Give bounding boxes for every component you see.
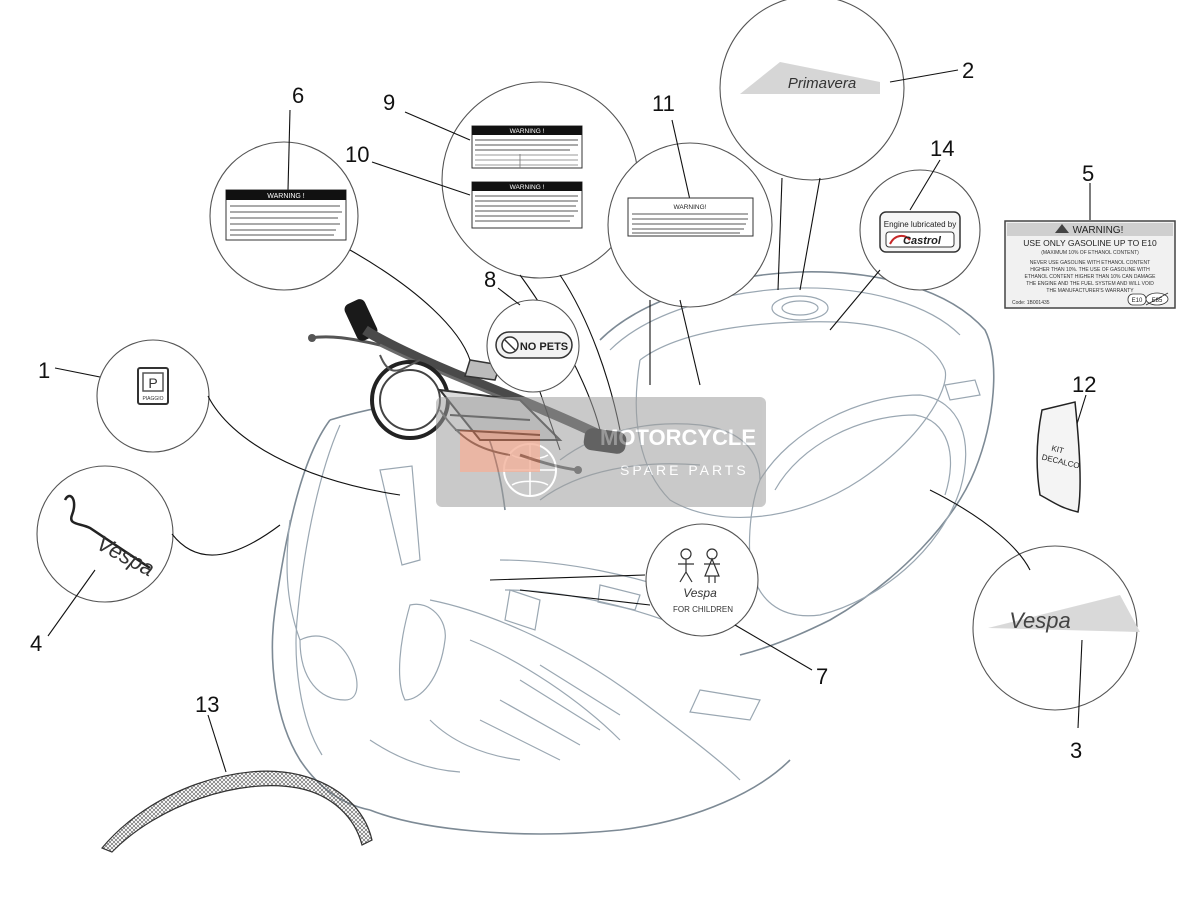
callout-number-5: 5 xyxy=(1082,161,1094,186)
callout-number-13: 13 xyxy=(195,692,219,717)
bubble-4 xyxy=(36,465,174,603)
e85-badge: E85 xyxy=(1152,298,1163,304)
callout-5: WARNING! USE ONLY GASOLINE UP TO E10 (MA… xyxy=(1004,161,1176,309)
callout-number-8: 8 xyxy=(484,267,496,292)
callout-11: WARNING! 11 xyxy=(607,91,773,386)
callout-14: Engine lubricated by Castrol 14 xyxy=(829,136,981,331)
fuel-warning-body3: ETHANOL CONTENT HIGHER THAN 10% CAN DAMA… xyxy=(1024,274,1156,280)
fuel-warning-title: WARNING! xyxy=(1073,225,1124,236)
floor-strip-decal xyxy=(101,770,373,853)
callout-1: P PIAGGIO 1 xyxy=(38,339,401,496)
callout-number-9: 9 xyxy=(383,90,395,115)
fuel-warning-label: WARNING! USE ONLY GASOLINE UP TO E10 (MA… xyxy=(1004,220,1176,309)
callout-13: 13 xyxy=(101,692,373,853)
vespa-script-3: Vespa xyxy=(988,595,1140,633)
callout-4: Vespa 4 xyxy=(30,465,281,656)
bubble-9-10 xyxy=(441,81,639,279)
fuel-warning-body4: THE ENGINE AND THE FUEL SYSTEM AND WILL … xyxy=(1026,281,1154,287)
fuel-warning-line1: USE ONLY GASOLINE UP TO E10 xyxy=(1023,238,1157,248)
watermark-line1: MOTORCYCLE xyxy=(600,425,756,450)
warning-label-9: WARNING ! xyxy=(471,125,583,169)
warning-label-11: WARNING! xyxy=(627,197,754,237)
warning-title-6: WARNING ! xyxy=(267,193,305,200)
bubble-7 xyxy=(645,523,759,637)
callout-number-3: 3 xyxy=(1070,738,1082,763)
fuel-warning-line2: (MAXIMUM 10% OF ETHANOL CONTENT) xyxy=(1041,250,1139,256)
callout-number-6: 6 xyxy=(292,83,304,108)
warning-title-9: WARNING ! xyxy=(510,128,545,135)
watermark: MOTORCYCLE SPARE PARTS xyxy=(436,397,766,507)
warning-title-10: WARNING ! xyxy=(510,184,545,191)
callout-8: NO PETS 8 xyxy=(484,267,580,451)
callout-number-4: 4 xyxy=(30,631,42,656)
callout-6: WARNING ! 6 xyxy=(209,83,471,361)
castrol-label: Engine lubricated by Castrol xyxy=(879,211,961,253)
for-children-vespa: Vespa xyxy=(683,586,717,600)
callout-12: KIT DECALCO 12 xyxy=(1036,372,1096,513)
vespa-script-text-3: Vespa xyxy=(1009,608,1071,633)
callout-number-12: 12 xyxy=(1072,372,1096,397)
callout-number-10: 10 xyxy=(345,142,369,167)
callout-number-14: 14 xyxy=(930,136,954,161)
callout-number-11: 11 xyxy=(652,91,675,116)
castrol-text: Castrol xyxy=(903,235,942,247)
callout-number-2: 2 xyxy=(962,58,974,83)
e10-badge: E10 xyxy=(1132,298,1143,304)
no-pets-text: NO PETS xyxy=(520,341,568,353)
callout-7: Vespa FOR CHILDREN 7 xyxy=(489,523,828,689)
warning-title-11: WARNING! xyxy=(674,204,707,211)
callout-2: Primavera 2 xyxy=(719,0,974,291)
warning-label-10: WARNING ! xyxy=(471,181,583,229)
fuel-warning-body1: NEVER USE GASOLINE WITH ETHANOL CONTENT xyxy=(1030,260,1150,266)
fuel-warning-body2: HIGHER THAN 10%. THE USE OF GASOLINE WIT… xyxy=(1030,267,1150,273)
kit-label-1: KIT xyxy=(1050,444,1064,456)
fuel-warning-body5: THE MANUFACTURER'S WARRANTY xyxy=(1046,288,1134,294)
svg-text:P: P xyxy=(148,375,157,391)
watermark-line2: SPARE PARTS xyxy=(620,462,749,478)
callout-3: Vespa 3 xyxy=(929,489,1140,763)
callout-number-1: 1 xyxy=(38,358,50,383)
for-children-decal: Vespa FOR CHILDREN xyxy=(673,548,733,614)
piaggio-badge: P PIAGGIO xyxy=(137,367,169,405)
primavera-decal: Primavera xyxy=(740,62,880,94)
no-pets-label: NO PETS xyxy=(495,331,573,359)
fuel-warning-code: Code: 1B001435 xyxy=(1012,300,1050,306)
engine-lubricated-text: Engine lubricated by xyxy=(884,220,957,229)
piaggio-label: PIAGGIO xyxy=(142,396,163,402)
for-children-text: FOR CHILDREN xyxy=(673,605,733,614)
kit-decalco-bag: KIT DECALCO xyxy=(1036,401,1081,513)
warning-label-6: WARNING ! xyxy=(225,189,347,241)
primavera-text: Primavera xyxy=(788,75,856,92)
callout-number-7: 7 xyxy=(816,664,828,689)
